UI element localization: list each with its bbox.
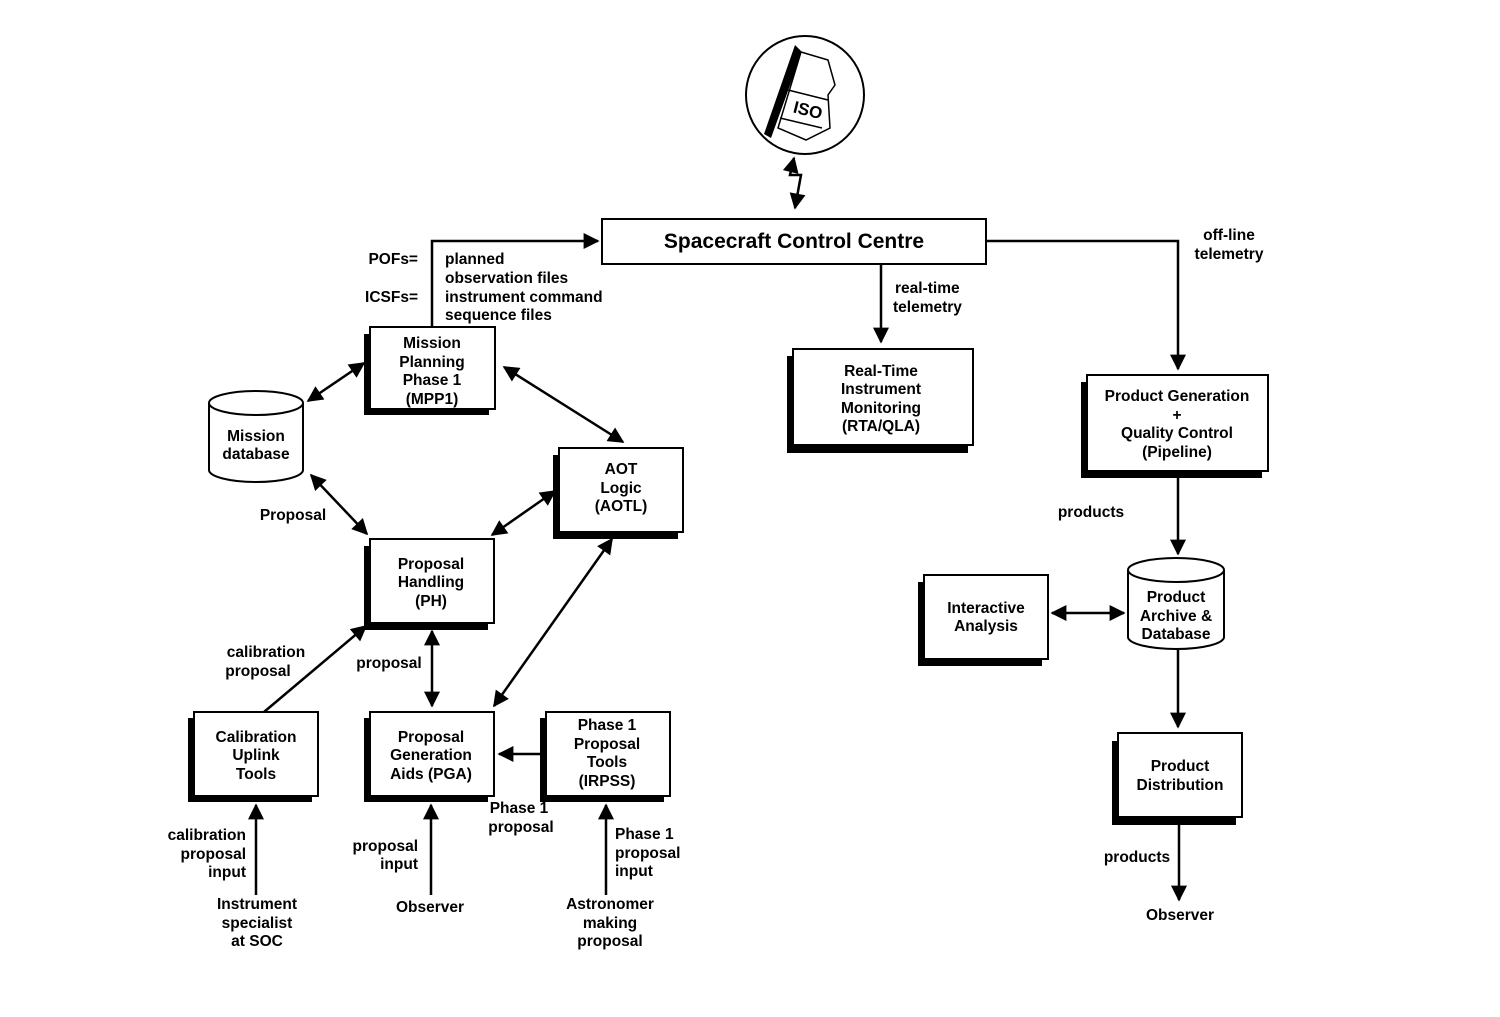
- node-label-1: Product: [1151, 758, 1210, 775]
- node-label-3: Phase 1: [403, 372, 462, 389]
- node-proposal-generation-aids[interactable]: Proposal Generation Aids (PGA): [364, 711, 495, 802]
- node-calibration-uplink-tools[interactable]: Calibration Uplink Tools: [188, 711, 319, 802]
- actor-label-3: at SOC: [231, 933, 283, 950]
- node-label-1: Interactive: [947, 600, 1025, 617]
- node-label-1: Mission: [403, 335, 461, 352]
- node-label-1: Real-Time: [844, 363, 918, 380]
- node-label-4: (MPP1): [406, 391, 459, 408]
- node-spacecraft-control-centre[interactable]: Spacecraft Control Centre: [601, 218, 987, 265]
- label-phase1-input-2: proposal: [615, 845, 680, 862]
- label-calibration-proposal-1: calibration: [227, 644, 305, 661]
- label-products-distribution: products: [1104, 849, 1170, 866]
- label-proposal-ph-pga: proposal: [356, 655, 421, 672]
- label-offline-telemetry-2: telemetry: [1195, 246, 1264, 263]
- node-label-2: Generation: [390, 747, 472, 764]
- edge-mpp1-aotl: [502, 365, 625, 444]
- node-phase1-proposal-tools[interactable]: Phase 1 Proposal Tools (IRPSS): [540, 711, 671, 802]
- label-phase1-proposal-2: proposal: [488, 819, 553, 836]
- node-label-2: Proposal: [574, 736, 640, 753]
- label-products-pipeline: products: [1058, 504, 1124, 521]
- node-label-3: Tools: [236, 766, 276, 783]
- node-label-3: Quality Control: [1121, 425, 1233, 442]
- label-phase1-proposal-1: Phase 1: [490, 800, 549, 817]
- node-label-2: Analysis: [954, 618, 1018, 635]
- edge-mpp1-missiondb: [306, 361, 366, 403]
- legend-icsfs-value-2: sequence files: [445, 307, 552, 324]
- label-proposal-db: Proposal: [260, 507, 326, 524]
- actor-label-3: proposal: [577, 933, 642, 950]
- node-label-2: Uplink: [232, 747, 280, 764]
- legend-icsfs-key: ICSFs=: [365, 289, 418, 306]
- node-label-3: Monitoring: [841, 400, 921, 417]
- node-label-3: Database: [1142, 626, 1211, 643]
- node-label-1: Product: [1147, 589, 1206, 606]
- node-mission-planning-phase1[interactable]: Mission Planning Phase 1 (MPP1): [364, 326, 496, 415]
- node-label-2: Instrument: [841, 381, 921, 398]
- actor-label-1: Astronomer: [566, 896, 654, 913]
- node-label-1: Phase 1: [578, 717, 637, 734]
- node-proposal-handling[interactable]: Proposal Handling (PH): [364, 538, 495, 630]
- node-label-1: AOT: [605, 461, 638, 478]
- node-label-1: Proposal: [398, 729, 464, 746]
- label-proposal-input-1: proposal: [353, 838, 418, 855]
- node-label-3: Aids (PGA): [390, 766, 472, 783]
- node-realtime-monitoring[interactable]: Real-Time Instrument Monitoring (RTA/QLA…: [787, 348, 974, 453]
- edge-ph-aotl: [490, 489, 557, 537]
- legend-icsfs-value-1: instrument command: [445, 289, 603, 306]
- node-label-2: Archive &: [1140, 608, 1212, 625]
- node-label-2: Logic: [600, 480, 642, 497]
- label-phase1-input-1: Phase 1: [615, 826, 674, 843]
- node-label-1: Calibration: [216, 729, 297, 746]
- node-label-2: +: [1172, 407, 1181, 424]
- node-label-3: Tools: [587, 754, 627, 771]
- node-product-archive-database[interactable]: Product Archive & Database: [1127, 557, 1225, 650]
- node-label-4: (RTA/QLA): [842, 418, 920, 435]
- actor-astronomer: Astronomer making proposal: [566, 896, 654, 950]
- node-product-distribution[interactable]: Product Distribution: [1112, 732, 1243, 825]
- legend-pofs-value-1: planned: [445, 251, 504, 268]
- iso-satellite-icon: ISO: [745, 35, 865, 155]
- actor-label-2: specialist: [222, 915, 293, 932]
- actor-instrument-specialist: Instrument specialist at SOC: [217, 896, 297, 950]
- label-phase1-input-3: input: [615, 863, 653, 880]
- legend-pofs-value-2: observation files: [445, 270, 568, 287]
- label-realtime-telemetry-1: real-time: [895, 280, 960, 297]
- node-label-2: Planning: [399, 354, 464, 371]
- label-cal-input-2: proposal: [181, 846, 246, 863]
- actor-observer-right: Observer: [1146, 907, 1214, 924]
- node-label-4: (IRPSS): [579, 773, 636, 790]
- node-label-3: (AOTL): [595, 498, 648, 515]
- actor-label-2: making: [583, 915, 637, 932]
- node-label-2: database: [222, 446, 290, 463]
- label-cal-input-3: input: [208, 864, 246, 881]
- node-label-1: Product Generation: [1105, 388, 1250, 405]
- edge-missiondb-ph: [309, 473, 369, 536]
- node-label-2: Handling: [398, 574, 464, 591]
- node-label-1: Proposal: [398, 556, 464, 573]
- downlink-lightning-icon: [782, 156, 806, 210]
- node-aot-logic[interactable]: AOT Logic (AOTL): [553, 447, 684, 539]
- edge-aotl-pga: [492, 537, 614, 708]
- node-interactive-analysis[interactable]: Interactive Analysis: [918, 574, 1049, 666]
- node-label: Spacecraft Control Centre: [664, 230, 924, 253]
- actor-observer-left: Observer: [396, 899, 464, 916]
- node-label-1: Mission: [227, 428, 285, 445]
- label-proposal-input-2: input: [380, 856, 418, 873]
- node-label-2: Distribution: [1137, 777, 1224, 794]
- node-product-generation-pipeline[interactable]: Product Generation + Quality Control (Pi…: [1081, 374, 1269, 478]
- legend-pofs-key: POFs=: [368, 251, 418, 268]
- label-offline-telemetry-1: off-line: [1203, 227, 1255, 244]
- node-label-4: (Pipeline): [1142, 444, 1212, 461]
- legend-pofs-icsfs: POFs= planned observation files ICSFs= i…: [365, 251, 603, 324]
- edge-caltools-to-ph: [263, 624, 368, 713]
- edge-scc-to-pipeline: [986, 239, 1186, 371]
- actor-label-1: Instrument: [217, 896, 297, 913]
- label-calibration-proposal-2: proposal: [225, 663, 290, 680]
- label-cal-input-1: calibration: [168, 827, 246, 844]
- node-label-3: (PH): [415, 593, 447, 610]
- label-realtime-telemetry-2: telemetry: [893, 299, 962, 316]
- node-mission-database[interactable]: Mission database: [208, 390, 304, 483]
- edge-mpp1-to-scc: [430, 233, 600, 328]
